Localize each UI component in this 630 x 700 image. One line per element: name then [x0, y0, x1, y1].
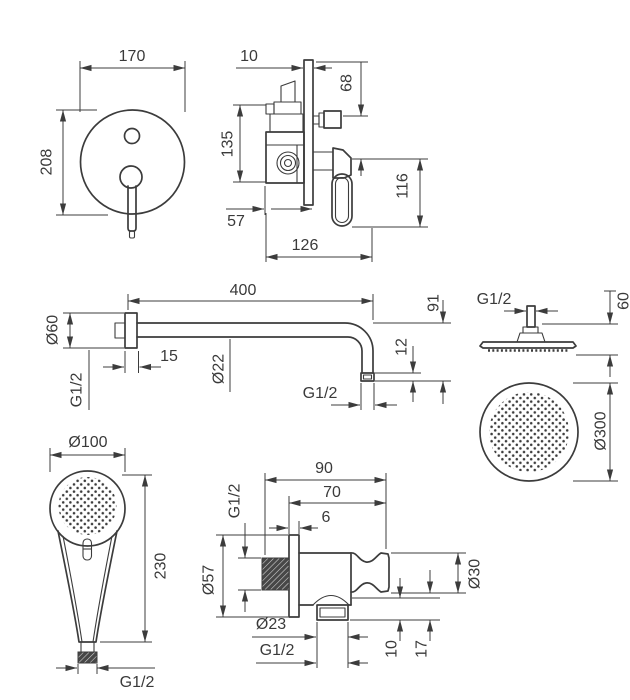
top-pipe [280, 80, 296, 102]
view-hand-shower: Ø100 230 G1/2 [49, 434, 170, 691]
side-lever-handle [331, 173, 353, 227]
view-mixer-side: 10 68 135 116 57 126 [220, 48, 428, 262]
dim-label-elbow-projection: 70 [323, 484, 341, 501]
dim-label-outlet-offset: 10 [384, 640, 401, 658]
dim-label-width: 170 [119, 48, 146, 65]
view-wall-elbow: 90 70 6 G1/2 Ø57 Ø23 G1/2 Ø30 10 17 [201, 460, 484, 668]
dim-label-outlet-thread: G1/2 [260, 642, 295, 659]
dim-label-drop-height: 91 [426, 294, 443, 312]
lever-base [119, 165, 143, 189]
dim-label-total-depth: 126 [292, 237, 319, 254]
valve-body [265, 131, 305, 184]
wall-plate [303, 59, 314, 206]
dim-label-head-height: 60 [616, 292, 630, 310]
outlet-thread [360, 372, 375, 382]
dim-label-head-thread: G1/2 [477, 291, 512, 308]
dim-label-thread-length: 12 [394, 338, 411, 356]
dim-label-tube-diameter: Ø22 [211, 354, 228, 384]
dim-label-flange-diameter: Ø60 [45, 315, 62, 345]
dim-label-cradle-diameter: Ø30 [467, 559, 484, 589]
mixer-side-dimensions: 10 68 135 116 57 126 [220, 48, 428, 262]
dim-label-elbow-plate-diameter: Ø57 [201, 565, 218, 595]
dim-label-elbow-plate-thickness: 6 [322, 509, 331, 526]
diverter-stem [312, 115, 320, 125]
arm-tube [136, 322, 374, 374]
head-front-dimensions: Ø300 [573, 382, 618, 482]
lever-tip [128, 230, 136, 239]
dim-label-hand-head-diameter: Ø100 [68, 434, 107, 451]
diverter-button [123, 127, 141, 145]
lever-handle [127, 185, 137, 232]
stem-base [516, 332, 546, 343]
diverter-knob [323, 110, 342, 129]
head-stem [526, 305, 536, 328]
dim-label-flange-depth: 15 [160, 348, 178, 365]
elbow-inlet-thread [261, 557, 290, 591]
mixer-front-dimensions: 170 208 [39, 48, 186, 216]
head-disc [479, 341, 577, 349]
handle [57, 530, 118, 643]
dim-label-arm-inlet-thread: G1/2 [69, 373, 86, 408]
head-side-dimensions: G1/2 60 [477, 290, 630, 377]
hand-nozzle-field [58, 477, 117, 535]
mixer-body-outline [265, 59, 353, 227]
view-head-front: Ø300 [479, 382, 618, 482]
dim-label-elbow-total-width: 90 [315, 460, 333, 477]
dim-label-outlet-diameter: Ø23 [256, 616, 286, 633]
view-shower-arm: 400 Ø60 15 Ø22 G1/2 91 12 G1/2 [45, 282, 451, 410]
elbow-dimensions: 90 70 6 G1/2 Ø57 Ø23 G1/2 Ø30 10 17 [201, 460, 484, 668]
inlet-port [276, 151, 300, 175]
hand-shower-outline [49, 470, 126, 664]
arm-outline [114, 312, 375, 382]
head-front-outline [479, 382, 579, 482]
wall-flange [124, 312, 138, 349]
dim-label-hand-thread: G1/2 [120, 674, 155, 691]
dim-label-hand-length: 230 [153, 553, 170, 580]
dim-label-height: 208 [39, 149, 56, 176]
stem-nut [522, 326, 539, 334]
mixer-plate-outline [79, 109, 186, 239]
handle-neck [80, 641, 95, 653]
elbow-outlet [316, 604, 349, 621]
outlet-boss [312, 594, 350, 606]
dim-label-arm-length: 400 [230, 282, 257, 299]
dim-label-outlet-drop: 17 [414, 640, 431, 658]
head-face [479, 382, 579, 482]
dim-label-plate-thickness: 10 [240, 48, 258, 65]
dim-label-axis-offset: 68 [339, 74, 356, 92]
holder-cradle [350, 552, 390, 593]
hand-shower-head [49, 470, 126, 547]
nozzle-field [489, 392, 569, 472]
view-mixer-front: 170 208 [39, 48, 186, 239]
view-head-side: G1/2 60 [477, 290, 630, 377]
dim-label-body-height: 135 [220, 131, 237, 158]
dim-label-head-diameter: Ø300 [593, 411, 610, 450]
dim-label-elbow-inlet-thread: G1/2 [227, 484, 244, 519]
inlet-nipple [114, 322, 126, 339]
hand-shower-dimensions: Ø100 230 G1/2 [49, 434, 170, 691]
elbow-wall-plate [288, 534, 300, 618]
elbow-outline [261, 534, 390, 621]
dim-label-arm-outlet-thread: G1/2 [303, 385, 338, 402]
head-side-outline [479, 305, 577, 352]
dim-label-recess-depth: 57 [227, 213, 245, 230]
handle-thread [77, 651, 98, 664]
arm-dimensions: 400 Ø60 15 Ø22 G1/2 91 12 G1/2 [45, 282, 451, 410]
dim-label-lever-drop: 116 [395, 173, 412, 199]
